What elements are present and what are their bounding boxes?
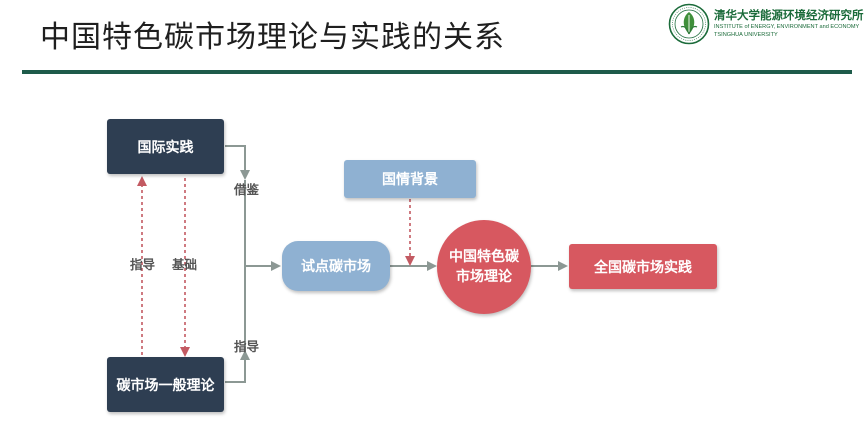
title-underline [22, 70, 852, 74]
institute-logo: 清华大学能源环境经济研究所 INSTITUTE of ENERGY, ENVIR… [668, 3, 864, 47]
label-guide-right: 指导 [234, 339, 260, 354]
logo-chinese-name: 清华大学能源环境经济研究所 [714, 8, 864, 22]
node-national-practice: 全国碳市场实践 [569, 244, 717, 289]
node-china-theory-line1: 中国特色碳 [449, 249, 519, 265]
node-intl-practice: 国际实践 [107, 119, 224, 174]
node-pilot-market: 试点碳市场 [282, 241, 390, 291]
label-guide-left: 指导 [130, 257, 156, 272]
node-china-theory: 中国特色碳 市场理论 [437, 220, 531, 314]
logo-english-line1: INSTITUTE of ENERGY, ENVIRONMENT and ECO… [714, 24, 860, 30]
slide-title: 中国特色碳市场理论与实践的关系 [40, 20, 505, 55]
node-general-theory: 碳市场一般理论 [107, 357, 224, 412]
label-foundation: 基础 [172, 257, 198, 272]
edge-reference [225, 145, 250, 180]
label-reference: 借鉴 [234, 182, 260, 197]
tsinghua-seal-icon [668, 3, 710, 45]
node-national-context: 国情背景 [344, 160, 476, 198]
logo-english-line2: TSINGHUA UNIVERSITY [714, 32, 778, 38]
edge-guide-right [225, 350, 250, 383]
node-china-theory-line2: 市场理论 [456, 269, 512, 285]
